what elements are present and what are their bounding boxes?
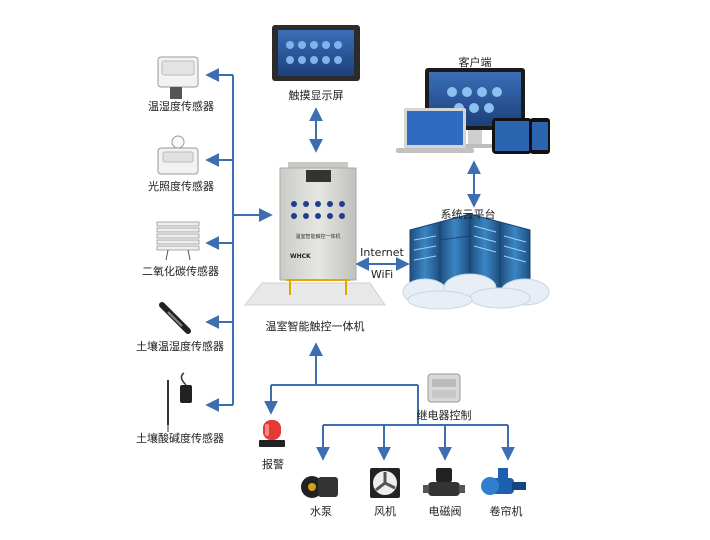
solenoid-valve-icon: [423, 468, 465, 496]
controller-label: 温室智能触控一体机: [265, 320, 365, 333]
actuator-label-roller: 卷帘机: [489, 505, 523, 518]
actuator-label-pump: 水泵: [310, 505, 332, 518]
soil-ph-sensor-icon: [167, 372, 192, 432]
sensor-label-soil-moisture: 土壤温湿度传感器: [136, 340, 224, 353]
client-label: 客户端: [458, 56, 492, 69]
touchscreen-label: 触摸显示屏: [288, 89, 344, 102]
sensor-label-light: 光照度传感器: [148, 180, 214, 193]
controller-cabinet-icon: [243, 162, 386, 306]
actuator-label-fan: 风机: [374, 505, 396, 518]
connections: [205, 68, 515, 461]
temp-humidity-sensor-icon: [157, 56, 199, 99]
sensor-label-co2: 二氧化碳传感器: [142, 265, 219, 278]
internet-label: Internet: [360, 246, 404, 259]
cloud-label: 系统云平台: [440, 208, 496, 221]
soil-moisture-sensor-icon: [159, 302, 191, 334]
alarm-light-icon: [259, 420, 285, 447]
alarm-label: 报警: [262, 458, 284, 471]
co2-sensor-icon: [156, 221, 200, 261]
wifi-label: WiFi: [370, 268, 394, 281]
touchscreen-display-icon: [272, 25, 360, 81]
sensor-label-temp-humidity: 温湿度传感器: [148, 100, 214, 113]
cloud-platform-icon: [402, 213, 550, 310]
client-devices-icon: [396, 68, 550, 154]
water-pump-icon: [301, 476, 338, 498]
actuator-label-valve: 电磁阀: [428, 505, 462, 518]
relay-module-icon: [427, 373, 461, 403]
sensor-label-soil-ph: 土壤酸碱度传感器: [136, 432, 224, 445]
roller-shutter-motor-icon: [481, 468, 526, 495]
relay-label: 继电器控制: [416, 409, 472, 422]
controller-panel-text: 温室智能触控一体机: [295, 233, 340, 240]
controller-brand-text: WHCK: [290, 253, 311, 260]
light-sensor-icon: [157, 135, 199, 175]
fan-icon: [370, 468, 400, 498]
